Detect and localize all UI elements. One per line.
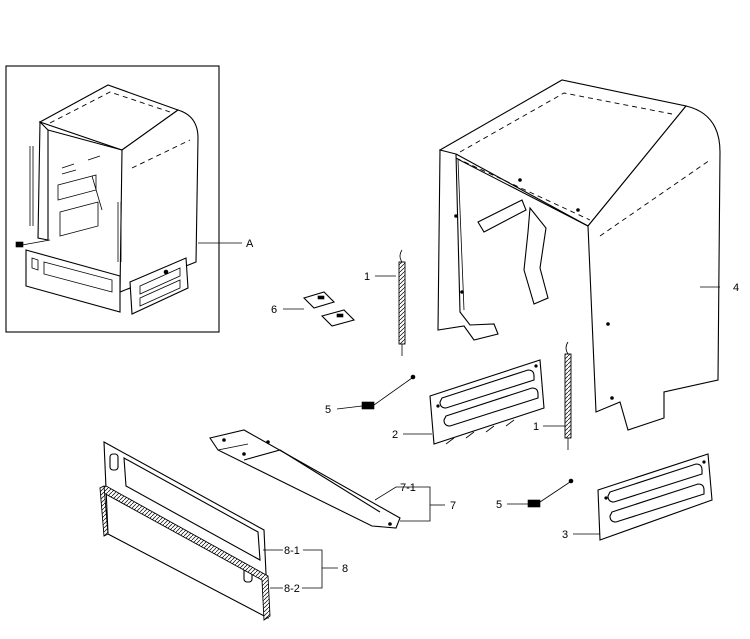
part-labels: A 1 1 2 3 4 5 5 6 7-1 7 8-1 8 8-2 — [246, 238, 739, 595]
label-rail-group: 7 — [450, 500, 456, 512]
bracket-right-drawing — [597, 453, 713, 541]
bracket-left-drawing — [429, 359, 545, 445]
label-cabinet: 4 — [733, 282, 739, 294]
spring-right-drawing — [564, 341, 572, 450]
inset-box — [5, 65, 220, 333]
label-panel-sub2: 8-2 — [284, 583, 300, 595]
label-bracket-right: 3 — [562, 529, 568, 541]
label-cord-left: 5 — [325, 404, 331, 416]
plate-drawing — [302, 291, 356, 327]
inset-assembly-drawing — [15, 84, 199, 315]
label-bracket-left: 2 — [392, 429, 398, 441]
label-panel-sub1: 8-1 — [284, 545, 300, 557]
leader-lines — [198, 242, 720, 589]
label-spring-left: 1 — [364, 271, 370, 283]
cord-right-drawing — [527, 478, 574, 508]
rail-drawing — [209, 429, 401, 529]
cord-left-drawing — [361, 374, 416, 410]
label-plate: 6 — [271, 304, 277, 316]
spring-left-drawing — [398, 249, 406, 356]
label-rail-sub: 7-1 — [400, 482, 416, 494]
label-panel-group: 8 — [342, 563, 348, 575]
label-inset-a: A — [246, 238, 254, 250]
label-spring-right: 1 — [533, 421, 539, 433]
cabinet-drawing — [437, 79, 721, 431]
front-panel-drawing — [99, 441, 271, 621]
label-cord-right: 5 — [496, 499, 502, 511]
